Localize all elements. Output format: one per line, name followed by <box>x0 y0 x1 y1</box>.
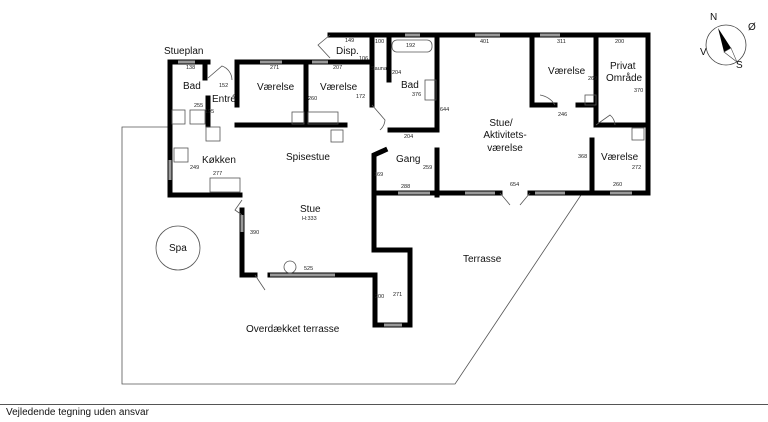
dimension-label: 277 <box>213 171 222 177</box>
windows <box>168 33 632 327</box>
compass: N Ø S V <box>700 12 756 71</box>
dimension-label: 269 <box>588 76 597 82</box>
dimension-label: 260 <box>613 182 622 188</box>
room-vaerelse-2: Værelse <box>320 82 358 93</box>
dimension-label: 525 <box>304 266 313 272</box>
dimension-label: 260 <box>308 96 317 102</box>
compass-south: S <box>736 60 743 71</box>
dimension-label: 288 <box>401 184 410 190</box>
room-gang: Gang <box>396 154 420 165</box>
room-privat-2: Område <box>606 72 643 84</box>
walls <box>167 32 651 328</box>
dimension-label: 152 <box>219 83 228 89</box>
room-spa: Spa <box>169 243 187 254</box>
dimension-label: 246 <box>558 112 567 118</box>
dimension-label: 272 <box>632 165 641 171</box>
dimension-label: 207 <box>333 65 342 71</box>
footer-divider <box>0 404 768 405</box>
compass-west: V <box>700 47 707 58</box>
room-stue-height: H:333 <box>302 216 317 222</box>
dimension-label: 138 <box>186 65 195 71</box>
room-terrasse: Terrasse <box>463 254 502 265</box>
dimension-label: 311 <box>557 39 566 45</box>
dimension-label: 370 <box>634 88 643 94</box>
dimension-label: 368 <box>578 154 587 160</box>
dimension-label: 271 <box>270 65 279 71</box>
dimension-label: 200 <box>615 39 624 45</box>
dimension-label: 644 <box>440 107 449 113</box>
room-stue-aktivitet-1: Stue/ <box>489 118 513 129</box>
dimension-label: 169 <box>374 172 383 178</box>
room-sauna: Sauna <box>371 66 388 72</box>
room-privat-1: Privat <box>610 61 636 72</box>
room-bad-1: Bad <box>183 81 201 92</box>
room-disp: Disp. <box>336 46 359 57</box>
dimension-label: 149 <box>345 38 354 44</box>
room-vaerelse-3: Værelse <box>548 66 586 77</box>
floor-title: Stueplan <box>164 46 203 57</box>
room-spisestue: Spisestue <box>286 152 330 163</box>
disclaimer: Vejledende tegning uden ansvar <box>6 407 149 418</box>
dimension-label: 259 <box>423 165 432 171</box>
room-vaerelse-4: Værelse <box>601 152 639 163</box>
room-stue: Stue <box>300 204 321 215</box>
dimension-label: 249 <box>190 165 199 171</box>
room-entre: Entré <box>212 94 236 105</box>
compass-north: N <box>710 12 717 23</box>
dimension-label: 195 <box>205 109 214 115</box>
dimension-label: 200 <box>375 294 384 300</box>
dimension-label: 100 <box>375 39 384 45</box>
dimension-label: 204 <box>404 134 413 140</box>
dimension-label: 401 <box>480 39 489 45</box>
dimension-label: 106 <box>359 56 368 62</box>
dimension-labels: 138 152 255 195 271 260 207 172 149 106 … <box>186 38 643 300</box>
dimension-label: 271 <box>393 292 402 298</box>
room-bad-2: Bad <box>401 80 419 91</box>
room-overdaekket-terrasse: Overdækket terrasse <box>246 324 340 335</box>
compass-east: Ø <box>748 22 756 33</box>
dimension-label: 204 <box>392 70 401 76</box>
dimension-label: 376 <box>412 92 421 98</box>
dimension-label: 192 <box>406 43 415 49</box>
room-stue-aktivitet-2: Aktivitets- <box>483 130 526 141</box>
dimension-label: 255 <box>194 103 203 109</box>
dimension-label: 654 <box>510 182 519 188</box>
room-stue-aktivitet-3: værelse <box>487 143 523 154</box>
fixtures <box>155 34 645 291</box>
room-koekken: Køkken <box>202 155 236 166</box>
dimension-label: 172 <box>356 94 365 100</box>
spa-tub <box>155 225 201 271</box>
room-vaerelse-1: Værelse <box>257 82 295 93</box>
terrace-outline <box>121 126 584 385</box>
dimension-label: 390 <box>250 230 259 236</box>
